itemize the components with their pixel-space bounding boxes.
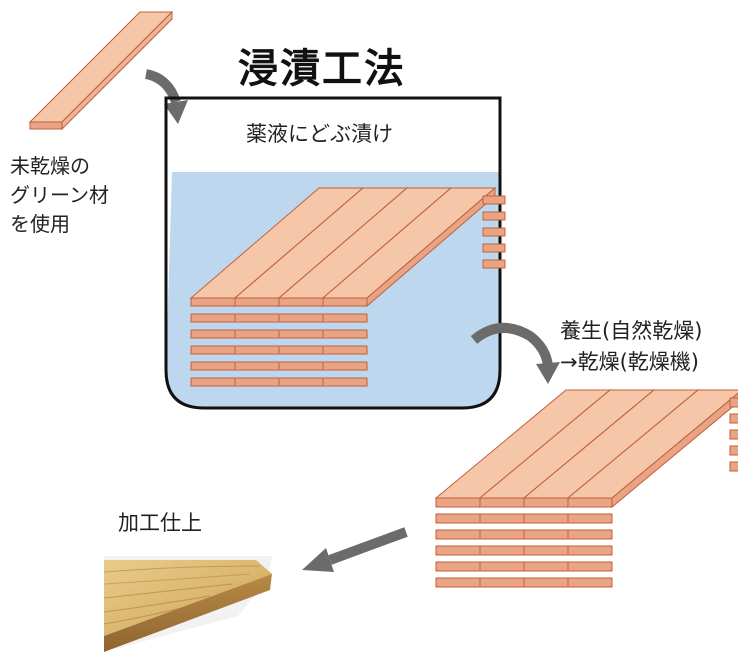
lumber-crossbar xyxy=(729,429,738,440)
lumber-board-end xyxy=(234,361,280,371)
lumber-board-end xyxy=(322,313,368,323)
lumber-stack-drying xyxy=(434,388,738,588)
curing-line: 養生(自然乾燥) xyxy=(560,319,703,343)
lumber-board-end xyxy=(435,545,481,556)
raw-material-line: 未乾燥の xyxy=(10,154,90,178)
lumber-board-end xyxy=(234,313,280,323)
straight-arrow-icon xyxy=(302,527,408,572)
curing-label: 養生(自然乾燥) →乾燥(乾燥機) xyxy=(560,316,702,378)
lumber-crossbar xyxy=(482,211,506,221)
lumber-board-end xyxy=(567,561,613,572)
lumber-board-end xyxy=(322,377,368,387)
lumber-board-end xyxy=(435,529,481,540)
lumber-board-end xyxy=(278,377,324,387)
lumber-board-end xyxy=(190,377,236,387)
lumber-stack-in-tank xyxy=(189,186,506,387)
raw-material-line: グリーン材 xyxy=(10,183,109,207)
page-title: 浸漬工法 xyxy=(238,46,406,92)
lumber-board-end xyxy=(479,561,525,572)
curing-line: →乾燥(乾燥機) xyxy=(560,350,699,374)
lumber-board-end xyxy=(278,345,324,355)
lumber-board-end xyxy=(567,513,613,524)
lumber-board-end xyxy=(234,329,280,339)
lumber-board-end xyxy=(190,313,236,323)
lumber-board-top xyxy=(566,389,738,509)
lumber-board-end xyxy=(523,577,569,588)
lumber-board-end xyxy=(523,561,569,572)
lumber-board-end xyxy=(234,345,280,355)
tank-label: 薬液にどぶ漬け xyxy=(246,122,393,146)
lumber-board-end xyxy=(523,545,569,556)
lumber-crossbar xyxy=(729,413,738,424)
lumber-board-end xyxy=(567,545,613,556)
lumber-board-end xyxy=(278,329,324,339)
lumber-board-end xyxy=(567,577,613,588)
lumber-board-end xyxy=(322,329,368,339)
lumber-board-end xyxy=(479,545,525,556)
lumber-board-end xyxy=(234,377,280,387)
lumber-board-end xyxy=(278,313,324,323)
lumber-crossbar xyxy=(482,195,506,205)
lumber-crossbar xyxy=(729,461,738,472)
lumber-crossbar xyxy=(482,243,506,253)
lumber-board-end xyxy=(190,329,236,339)
lumber-board-end xyxy=(322,361,368,371)
lumber-crossbar xyxy=(482,259,506,269)
lumber-board-end xyxy=(190,361,236,371)
raw-material-line: を使用 xyxy=(10,212,70,236)
lumber-board-end xyxy=(435,577,481,588)
lumber-board-end xyxy=(435,561,481,572)
wood-board-photo xyxy=(103,556,272,652)
lumber-crossbar xyxy=(729,397,738,408)
lumber-board-end xyxy=(435,513,481,524)
lumber-board-end xyxy=(523,513,569,524)
lumber-board-end xyxy=(322,345,368,355)
lumber-board-end xyxy=(278,361,324,371)
curved-arrow-icon xyxy=(470,322,560,384)
lumber-board-end xyxy=(479,577,525,588)
lumber-board-end xyxy=(479,529,525,540)
green-lumber-board xyxy=(28,10,174,131)
raw-material-label: 未乾燥の グリーン材 を使用 xyxy=(10,152,109,239)
finishing-label: 加工仕上 xyxy=(118,511,202,535)
lumber-board-end xyxy=(567,529,613,540)
lumber-board-end xyxy=(190,345,236,355)
lumber-board-end xyxy=(479,513,525,524)
lumber-crossbar xyxy=(482,227,506,237)
lumber-crossbar xyxy=(729,445,738,456)
lumber-board-end xyxy=(523,529,569,540)
